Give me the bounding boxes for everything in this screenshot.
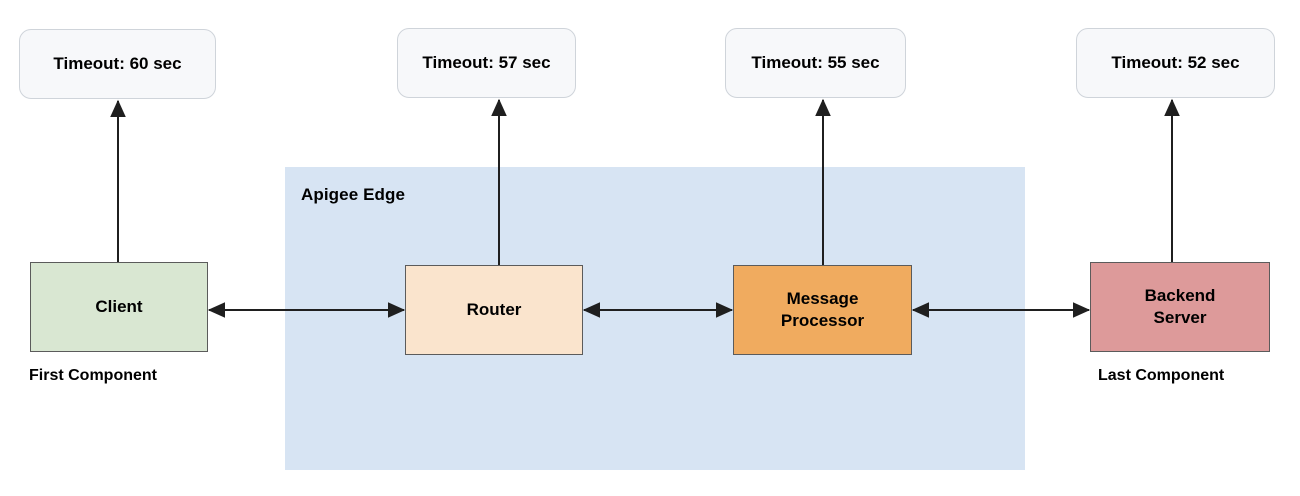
node-message-processor-label-line2: Processor bbox=[780, 311, 865, 330]
node-backend-server: Backend Server bbox=[1090, 262, 1270, 352]
node-message-processor-label: Message Processor bbox=[781, 288, 864, 332]
node-backend-server-label-line2: Server bbox=[1153, 308, 1207, 327]
apigee-edge-region-label: Apigee Edge bbox=[301, 185, 406, 204]
timeout-callout-client: Timeout: 60 sec bbox=[19, 29, 216, 99]
node-backend-server-label-line1: Backend bbox=[1144, 285, 1216, 305]
node-router-label: Router bbox=[466, 299, 522, 319]
node-backend-server-label: Backend Server bbox=[1145, 285, 1216, 329]
timeout-callout-router: Timeout: 57 sec bbox=[397, 28, 576, 98]
node-router: Router bbox=[405, 265, 583, 355]
node-message-processor: Message Processor bbox=[733, 265, 912, 355]
timeout-callout-message-processor: Timeout: 55 sec bbox=[725, 28, 906, 98]
node-client: Client bbox=[30, 262, 208, 352]
timeout-callout-backend-server: Timeout: 52 sec bbox=[1076, 28, 1275, 98]
node-client-label: Client bbox=[95, 296, 143, 316]
apigee-edge-region bbox=[285, 167, 1025, 470]
node-message-processor-label-line1: Message bbox=[786, 288, 859, 308]
caption-first-component: First Component bbox=[29, 367, 157, 384]
caption-last-component: Last Component bbox=[1098, 367, 1225, 384]
